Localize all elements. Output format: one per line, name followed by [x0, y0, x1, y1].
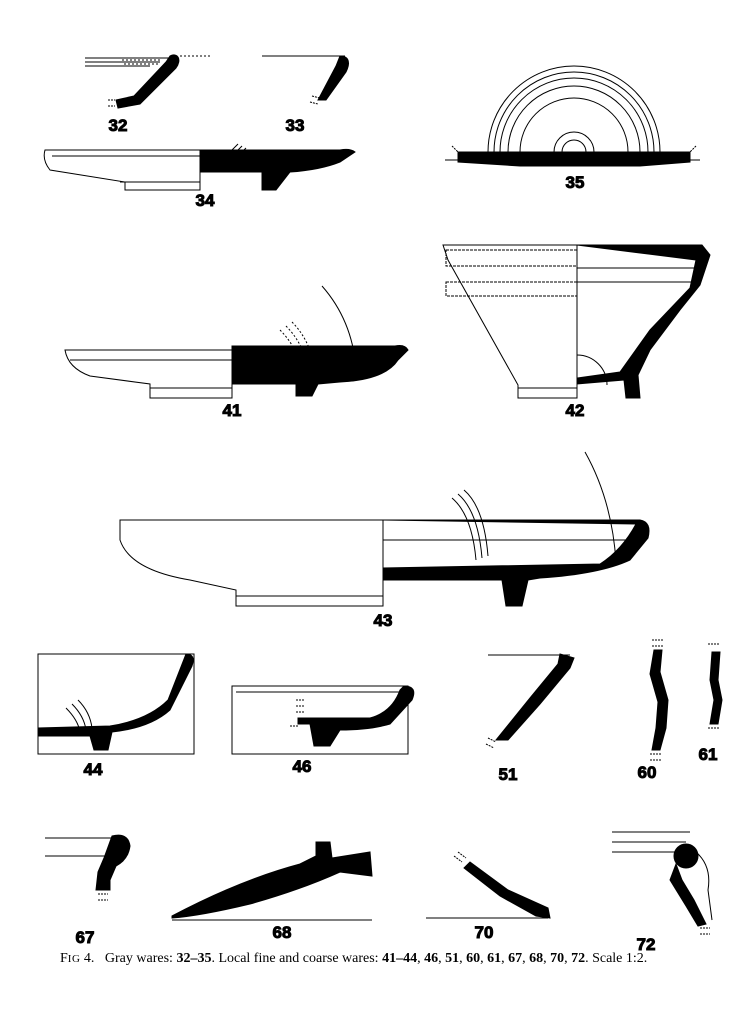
sherd-42 — [442, 244, 711, 399]
caption-item: 61 — [487, 951, 502, 966]
number-33: 33 — [286, 116, 305, 135]
sherd-34 — [43, 143, 356, 191]
sherd-61 — [708, 643, 723, 729]
caption-mid: . Local fine and coarse wares: — [211, 951, 379, 966]
number-61: 61 — [699, 745, 718, 764]
figure-label-prefix: F — [60, 951, 68, 966]
figure-label-smallcaps: IG — [67, 953, 81, 965]
sherd-46 — [231, 685, 415, 755]
caption-item: 70 — [550, 951, 565, 966]
caption-range-gray: 32–35 — [176, 951, 212, 966]
number-44: 44 — [84, 760, 103, 779]
sherd-60 — [649, 639, 669, 761]
sherd-43 — [119, 451, 650, 607]
caption-item: 67 — [508, 951, 523, 966]
caption-end: . Scale 1:2. — [585, 951, 648, 966]
sherd-51 — [485, 653, 575, 749]
number-60: 60 — [638, 763, 657, 782]
caption-item: 51 — [445, 951, 460, 966]
number-68: 68 — [273, 923, 292, 942]
sherd-32 — [85, 54, 210, 109]
number-43: 43 — [374, 611, 393, 630]
sherd-35 — [445, 65, 700, 167]
number-34: 34 — [196, 191, 215, 210]
caption-item: 46 — [424, 951, 439, 966]
sherd-33 — [262, 55, 349, 105]
caption-item: 72 — [571, 951, 586, 966]
sherd-68 — [171, 841, 373, 921]
sherd-41 — [64, 285, 409, 399]
caption-item: 68 — [529, 951, 544, 966]
sherd-67 — [45, 834, 131, 901]
number-70: 70 — [475, 923, 494, 942]
caption-item: 60 — [466, 951, 481, 966]
figure-label-number: 4. — [83, 951, 95, 966]
figure-caption: FIG 4. Gray wares: 32–35. Local fine and… — [60, 951, 648, 966]
number-41: 41 — [223, 401, 242, 420]
number-67: 67 — [76, 928, 95, 947]
number-51: 51 — [499, 765, 518, 784]
sherd-72 — [612, 831, 713, 935]
number-46: 46 — [293, 757, 312, 776]
number-32: 32 — [109, 116, 128, 135]
sherd-70 — [426, 851, 551, 919]
number-72: 72 — [637, 935, 656, 954]
number-42: 42 — [566, 401, 585, 420]
caption-item: 41–44 — [382, 951, 418, 966]
number-35: 35 — [566, 173, 585, 192]
sherd-44 — [37, 653, 195, 755]
caption-intro: Gray wares: — [104, 951, 173, 966]
